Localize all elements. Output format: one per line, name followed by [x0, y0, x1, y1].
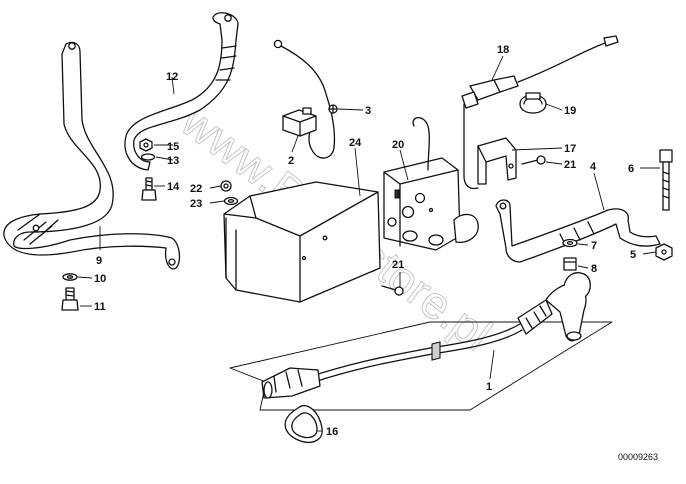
callout-7: 7 — [591, 240, 597, 252]
sealing-ring-16 — [284, 405, 323, 443]
callout-15: 15 — [167, 141, 179, 153]
bolt-14 — [141, 177, 157, 201]
callout-24: 24 — [349, 137, 362, 149]
document-number: 00009263 — [618, 452, 658, 462]
callout-3: 3 — [365, 105, 371, 117]
callout-1: 1 — [486, 381, 492, 393]
callout-17: 17 — [564, 143, 576, 155]
sensor-block-2 — [282, 107, 317, 137]
bolt-8 — [563, 257, 577, 271]
protective-cover-24 — [223, 181, 381, 303]
clip-19 — [519, 92, 547, 114]
ground-strap-left — [3, 41, 181, 270]
screw-21-upper — [521, 155, 546, 165]
control-unit-20 — [383, 116, 479, 251]
callout-8: 8 — [591, 263, 597, 275]
callout-23: 23 — [190, 198, 202, 210]
bracket-17 — [477, 137, 517, 185]
screw-3 — [328, 104, 338, 114]
callout-9: 9 — [96, 255, 102, 267]
connector-lead-18 — [461, 35, 619, 190]
washer-7 — [562, 238, 578, 248]
callout-14: 14 — [167, 181, 180, 193]
callout-21-lower: 21 — [392, 259, 404, 271]
washer-23 — [223, 196, 239, 206]
callout-4: 4 — [590, 161, 597, 173]
callout-22: 22 — [190, 183, 202, 195]
washer-10 — [62, 273, 78, 281]
callout-11: 11 — [94, 301, 106, 313]
callout-5: 5 — [630, 249, 636, 261]
callout-labels: 12 15 13 14 9 10 11 2 3 24 22 23 20 18 1… — [94, 44, 636, 438]
callout-6: 6 — [628, 163, 634, 175]
screw-22 — [220, 180, 232, 192]
nut-5 — [655, 243, 673, 261]
wire-lead-2 — [273, 39, 336, 159]
callout-13: 13 — [167, 155, 179, 167]
callout-18: 18 — [497, 44, 509, 56]
callout-2: 2 — [288, 155, 294, 167]
bolt-6 — [659, 149, 673, 211]
callout-10: 10 — [94, 273, 106, 285]
leader-lines — [77, 55, 660, 432]
washer-13 — [140, 153, 156, 161]
callout-12: 12 — [166, 71, 178, 83]
screw-21-lower — [381, 285, 404, 296]
callout-16: 16 — [326, 426, 338, 438]
nut-15 — [139, 138, 153, 152]
callout-21-upper: 21 — [564, 159, 576, 171]
ground-strap-4 — [495, 199, 661, 263]
ground-strap-12 — [124, 12, 239, 171]
bolt-11 — [61, 287, 79, 311]
callout-19: 19 — [564, 105, 576, 117]
callout-20: 20 — [392, 139, 404, 151]
